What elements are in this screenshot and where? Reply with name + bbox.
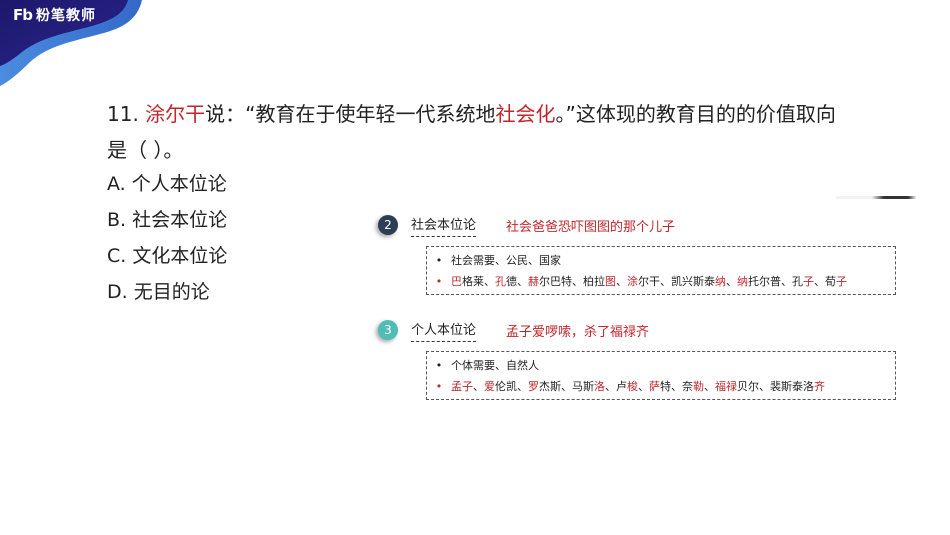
question-highlight: 社会化 xyxy=(495,102,556,126)
answer-options: A. 个人本位论 B. 社会本位论 C. 文化本位论 D. 无目的论 xyxy=(107,166,227,310)
bullet-icon: • xyxy=(435,275,443,288)
section-header: 2 社会本位论 社会爸爸恐吓图图的那个儿子 xyxy=(378,210,898,240)
detail-text: 巴格莱、孔德、赫尔巴特、柏拉图、涂尔干、凯兴斯泰纳、纳托尔普、孔子、荀子 xyxy=(451,275,847,288)
question-speaker: 涂尔干 xyxy=(145,102,206,126)
option-letter: D. xyxy=(107,281,128,303)
number-badge-icon: 3 xyxy=(378,320,398,340)
section-header: 3 个人本位论 孟子爱啰嗦，杀了福禄齐 xyxy=(378,315,898,345)
decorative-line xyxy=(836,196,916,199)
question-line2: 是（ ）。 xyxy=(107,138,184,162)
question-stem: 11. 涂尔干说：“教育在于使年轻一代系统地社会化。”这体现的教育目的的价值取向… xyxy=(107,96,867,168)
option-text: 文化本位论 xyxy=(132,245,228,267)
section-title: 社会本位论 xyxy=(411,214,477,237)
section-title: 个人本位论 xyxy=(411,319,477,342)
option-letter: C. xyxy=(107,245,127,267)
brand-logo: Fb 粉笔教师 xyxy=(13,5,96,25)
option-a[interactable]: A. 个人本位论 xyxy=(107,166,227,202)
section-detail-box: • 个体需要、自然人 • 孟子、爱伦凯、罗杰斯、马斯洛、卢梭、萨特、奈勒、福禄贝… xyxy=(426,351,896,400)
question-text-part2: 。”这体现的教育目的的价值取向 xyxy=(555,102,836,126)
question-text-part1: 说：“教育在于使年轻一代系统地 xyxy=(205,102,496,126)
number-badge-icon: 2 xyxy=(378,215,398,235)
section-detail-box: • 社会需要、公民、国家 • 巴格莱、孔德、赫尔巴特、柏拉图、涂尔干、凯兴斯泰纳… xyxy=(426,246,896,295)
option-text: 社会本位论 xyxy=(132,209,228,231)
option-d[interactable]: D. 无目的论 xyxy=(107,274,227,310)
fb-logo-icon: Fb xyxy=(13,6,33,24)
option-letter: B. xyxy=(107,209,127,231)
section-social-standard: 2 社会本位论 社会爸爸恐吓图图的那个儿子 • 社会需要、公民、国家 • 巴格莱… xyxy=(378,210,898,295)
bullet-icon: • xyxy=(435,380,443,393)
detail-text: 孟子、爱伦凯、罗杰斯、马斯洛、卢梭、萨特、奈勒、福禄贝尔、裴斯泰洛齐 xyxy=(451,380,825,393)
detail-line-representatives: • 巴格莱、孔德、赫尔巴特、柏拉图、涂尔干、凯兴斯泰纳、纳托尔普、孔子、荀子 xyxy=(427,271,895,292)
detail-text: 社会需要、公民、国家 xyxy=(451,254,561,267)
section-mnemonic: 孟子爱啰嗦，杀了福禄齐 xyxy=(506,324,650,340)
section-mnemonic: 社会爸爸恐吓图图的那个儿子 xyxy=(506,219,676,235)
brand-wave-decoration xyxy=(0,0,142,86)
detail-line-representatives: • 孟子、爱伦凯、罗杰斯、马斯洛、卢梭、萨特、奈勒、福禄贝尔、裴斯泰洛齐 xyxy=(427,376,895,397)
detail-line-keywords: • 个体需要、自然人 xyxy=(427,355,895,376)
brand-name: 粉笔教师 xyxy=(35,8,96,24)
option-b[interactable]: B. 社会本位论 xyxy=(107,202,227,238)
section-individual-standard: 3 个人本位论 孟子爱啰嗦，杀了福禄齐 • 个体需要、自然人 • 孟子、爱伦凯、… xyxy=(378,315,898,400)
detail-line-keywords: • 社会需要、公民、国家 xyxy=(427,250,895,271)
detail-text: 个体需要、自然人 xyxy=(451,359,539,372)
bullet-icon: • xyxy=(435,359,443,372)
option-text: 个人本位论 xyxy=(131,173,227,195)
option-letter: A. xyxy=(107,173,126,195)
option-c[interactable]: C. 文化本位论 xyxy=(107,238,227,274)
bullet-icon: • xyxy=(435,254,443,267)
question-number: 11. xyxy=(107,102,139,126)
option-text: 无目的论 xyxy=(133,281,210,303)
